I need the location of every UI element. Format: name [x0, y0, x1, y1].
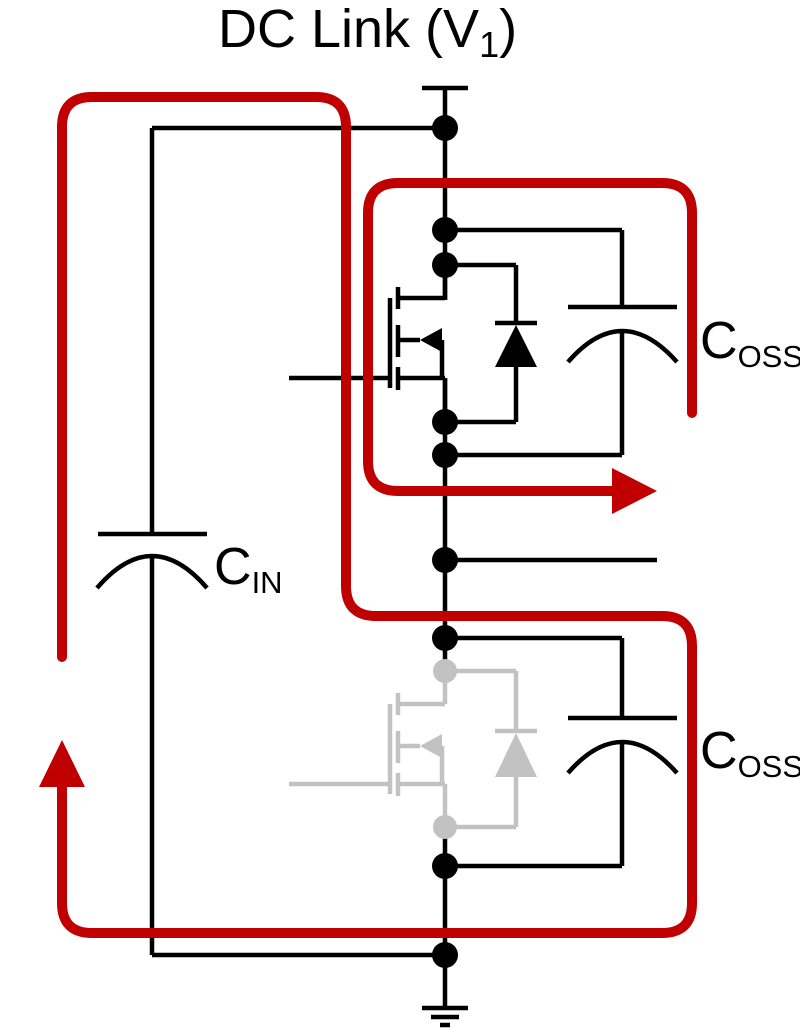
diagram-title: DC Link (V1)	[218, 0, 517, 65]
low-body-diode-triangle	[495, 733, 537, 777]
node-coss-upper-top	[432, 217, 458, 243]
coss-upper-label-base: C	[700, 312, 738, 370]
coss-lower-label: COSS	[700, 722, 800, 784]
high-diode-triangle	[495, 325, 537, 367]
cin-label: CIN	[214, 538, 283, 600]
coss-capacitor-lower	[445, 635, 679, 869]
coss-lower-label-subscript: OSS	[738, 749, 800, 784]
node-coss-lower-bottom	[432, 853, 458, 879]
node-high-source	[432, 409, 458, 435]
title-suffix: )	[499, 0, 517, 59]
low-body-diode-leads	[445, 668, 519, 830]
node-low-source	[433, 815, 457, 839]
high-body-arrow	[420, 328, 442, 352]
node-coss-lower-top	[432, 625, 458, 651]
outer-commutation-loop	[39, 92, 697, 938]
ground-symbol	[422, 1005, 468, 1028]
node-ground-bus	[432, 942, 458, 968]
node-dc-link-top	[432, 115, 458, 141]
coss-upper-label-subscript: OSS	[738, 339, 800, 374]
high-diode-leads	[445, 262, 519, 425]
coss-upper-leads	[445, 227, 625, 458]
coss-lower-label-base: C	[700, 722, 738, 780]
upper-switching-loop	[363, 178, 697, 514]
cin-label-base: C	[214, 538, 252, 596]
node-coss-upper-bottom	[432, 442, 458, 468]
title-subscript: 1	[479, 24, 499, 65]
node-switch-output	[432, 547, 458, 573]
coss-upper-label: COSS	[700, 312, 800, 374]
black-circuit	[95, 85, 679, 1028]
coss-lower-leads	[445, 635, 625, 869]
cin-label-subscript: IN	[252, 565, 283, 600]
coss-upper-curved-plate	[566, 328, 679, 364]
low-body-arrow	[420, 734, 442, 758]
node-high-drain	[432, 252, 458, 278]
upper-loop-arrowhead-right	[612, 468, 657, 514]
cin-capacitor	[95, 128, 209, 955]
coss-lower-curved-plate	[566, 739, 679, 775]
title-main: DC Link (V	[218, 0, 479, 59]
outer-loop-arrowhead-up	[39, 740, 85, 787]
junction-nodes	[432, 115, 458, 968]
upper-loop-path	[363, 178, 697, 496]
node-low-drain	[433, 659, 457, 683]
outer-loop-path	[57, 92, 697, 938]
high-side-mosfet	[289, 265, 448, 422]
high-side-body-diode	[445, 262, 537, 425]
low-side-mosfet-group	[289, 662, 537, 830]
coss-capacitor-upper	[445, 227, 679, 458]
